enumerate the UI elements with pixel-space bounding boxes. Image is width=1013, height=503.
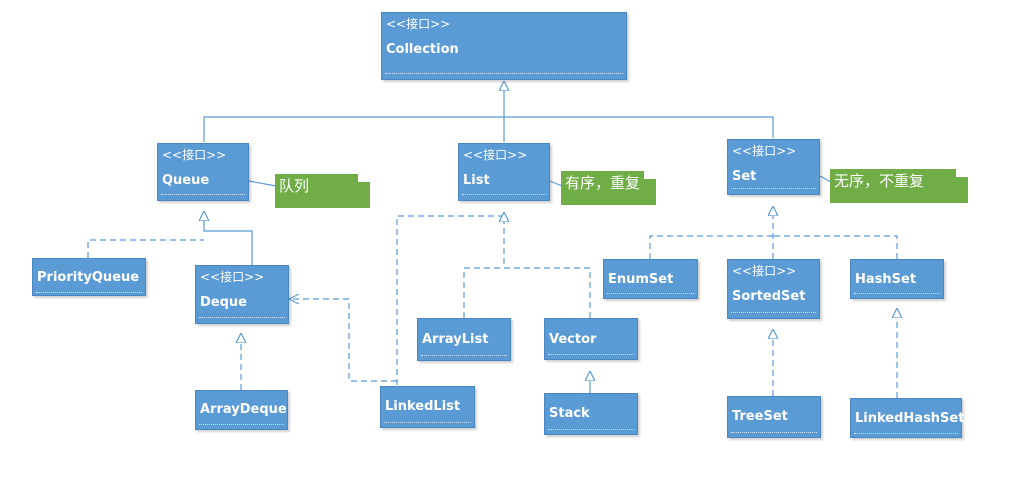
- priorityqueue-class-box: PriorityQueue: [32, 258, 146, 296]
- stereotype-label: <<接口>>: [200, 270, 265, 284]
- compartment-divider: [607, 293, 694, 294]
- queue-interface-box: <<接口>> Queue: [157, 143, 249, 201]
- priorityqueue-implements-queue: [87, 239, 204, 258]
- compartment-divider: [36, 292, 142, 293]
- set-interface-box: <<接口>> Set: [727, 139, 820, 195]
- compartment-divider: [731, 312, 816, 313]
- arraylist-label: ArrayList: [422, 332, 489, 347]
- stereotype-label: <<接口>>: [162, 148, 227, 162]
- deque-label: Deque: [200, 295, 247, 310]
- set-note: 无序，不重复: [830, 169, 968, 203]
- linkedlist-implements-deque: [290, 299, 397, 382]
- compartment-divider: [421, 355, 507, 356]
- compartment-divider: [548, 429, 634, 430]
- vector-label: Vector: [549, 332, 597, 347]
- sortedset-label: SortedSet: [732, 289, 806, 304]
- queue-extends-collection: [203, 116, 504, 142]
- enumset-label: EnumSet: [608, 272, 674, 287]
- enumset-class-box: EnumSet: [603, 259, 698, 299]
- queue-note: 队列: [275, 174, 370, 208]
- compartment-divider: [384, 422, 471, 423]
- vector-implements-list: [504, 213, 591, 318]
- stereotype-label: <<接口>>: [732, 144, 797, 158]
- stack-label: Stack: [549, 406, 590, 421]
- linkedlist-class-box: LinkedList: [380, 386, 475, 428]
- arraylist-implements-list: [463, 267, 504, 318]
- list-label: List: [463, 173, 490, 188]
- queue-label: Queue: [162, 173, 210, 188]
- collection-label: Collection: [386, 42, 459, 57]
- linkedlist-label: LinkedList: [385, 399, 461, 414]
- compartment-divider: [462, 194, 546, 195]
- list-interface-box: <<接口>> List: [458, 143, 550, 201]
- linkedhashset-class-box: LinkedHashSet: [850, 398, 965, 438]
- hashset-class-box: HashSet: [850, 259, 944, 299]
- collection-interface-box: <<接口>> Collection: [381, 12, 627, 80]
- set-extends-collection: [504, 116, 774, 138]
- queue-note-anchor: [248, 180, 277, 187]
- linkedlist-implements-list: [396, 215, 505, 385]
- queue-note-text: 队列: [279, 177, 310, 195]
- priorityqueue-label: PriorityQueue: [37, 270, 140, 285]
- compartment-divider: [161, 194, 245, 195]
- list-note-anchor: [549, 180, 563, 187]
- compartment-divider: [199, 317, 285, 318]
- hashset-implements-set: [773, 235, 898, 259]
- compartment-divider: [548, 354, 634, 355]
- deque-interface-box: <<接口>> Deque: [195, 265, 289, 324]
- compartment-divider: [854, 293, 940, 294]
- arraydeque-label: ArrayDeque: [200, 402, 287, 417]
- enumset-implements-set: [649, 235, 773, 259]
- compartment-divider: [854, 433, 958, 434]
- stack-class-box: Stack: [544, 393, 638, 435]
- arraylist-class-box: ArrayList: [417, 318, 511, 361]
- linkedhashset-label: LinkedHashSet: [855, 411, 965, 426]
- treeset-class-box: TreeSet: [727, 396, 821, 438]
- stereotype-label: <<接口>>: [463, 148, 528, 162]
- hashset-label: HashSet: [855, 272, 917, 287]
- list-note-text: 有序，重复: [565, 174, 641, 192]
- stereotype-label: <<接口>>: [732, 264, 797, 278]
- sortedset-interface-box: <<接口>> SortedSet: [727, 259, 820, 319]
- stereotype-label: <<接口>>: [386, 17, 451, 31]
- compartment-divider: [385, 73, 623, 74]
- compartment-divider: [731, 188, 816, 189]
- list-note: 有序，重复: [561, 171, 656, 205]
- deque-extends-queue: [204, 212, 253, 265]
- treeset-label: TreeSet: [732, 409, 788, 424]
- set-note-text: 无序，不重复: [834, 172, 925, 190]
- vector-class-box: Vector: [544, 318, 638, 360]
- set-label: Set: [732, 169, 757, 184]
- compartment-divider: [731, 432, 817, 433]
- compartment-divider: [199, 424, 284, 425]
- set-note-anchor: [819, 175, 832, 183]
- arraydeque-class-box: ArrayDeque: [195, 390, 288, 430]
